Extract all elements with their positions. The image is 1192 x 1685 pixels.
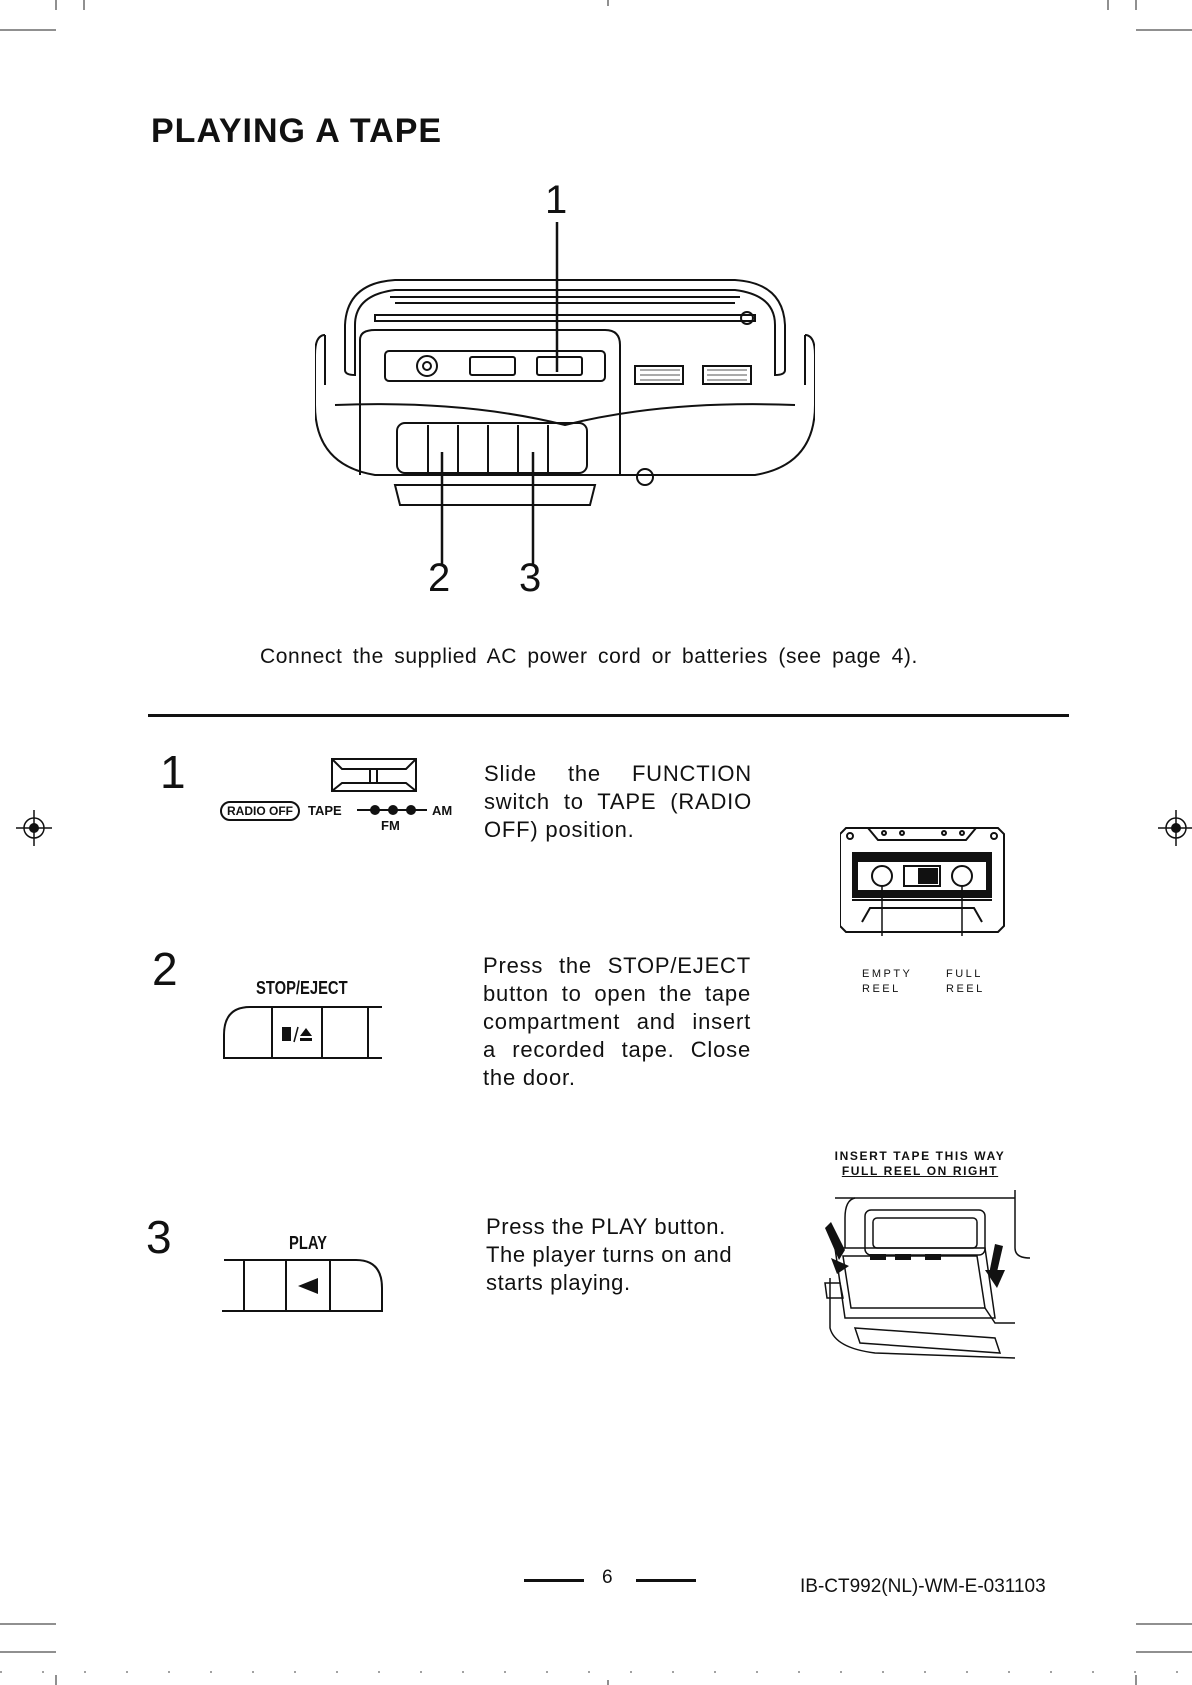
- step-number: 2: [152, 943, 178, 995]
- page-number-rule-left: [524, 1579, 584, 1582]
- insert-note-line2: FULL REEL ON RIGHT: [841, 1164, 999, 1178]
- document-code: IB-CT992(NL)-WM-E-031103: [800, 1576, 1046, 1597]
- callout-number: 2: [428, 556, 451, 600]
- switch-label-tape: TAPE: [308, 803, 342, 818]
- page-number: 6: [602, 1567, 613, 1588]
- switch-label-fm: FM: [381, 818, 400, 833]
- cassette-tape-illustration: [840, 827, 1005, 936]
- step-text: Press the STOP/EJECT button to open the …: [483, 953, 751, 1090]
- step-text: Slide the FUNCTION switch to TAPE (RADIO…: [484, 761, 752, 842]
- stop-eject-button-illustration: [223, 1006, 382, 1059]
- tape-insertion-illustration: [824, 1190, 1031, 1359]
- step-number: 1: [160, 746, 186, 798]
- full-reel-label: FULL REEL: [946, 968, 985, 995]
- divider: [148, 714, 1069, 717]
- switch-label-am: AM: [432, 803, 453, 818]
- page-title: PLAYING A TAPE: [151, 112, 443, 150]
- insert-note-line1: INSERT TAPE THIS WAY: [834, 1149, 1006, 1163]
- play-button-illustration: [222, 1259, 383, 1312]
- step-number: 3: [146, 1211, 172, 1263]
- cassette-player-illustration: [315, 279, 815, 506]
- callout-number: 3: [519, 556, 542, 600]
- play-label: PLAY: [289, 1233, 328, 1253]
- switch-positions-icon: [357, 805, 427, 815]
- callout-number: 1: [545, 178, 568, 222]
- function-switch-icon: [331, 758, 417, 792]
- step-text: Press the PLAY button. The player turns …: [486, 1214, 733, 1295]
- empty-reel-label: EMPTY REEL: [862, 968, 913, 995]
- insert-note: INSERT TAPE THIS WAY FULL REEL ON RIGHT: [820, 1149, 1020, 1179]
- stop-eject-label: STOP/EJECT: [256, 978, 348, 998]
- radio-off-badge: RADIO OFF: [220, 801, 300, 821]
- intro-text: Connect the supplied AC power cord or ba…: [260, 645, 918, 668]
- page-number-rule-right: [636, 1579, 696, 1582]
